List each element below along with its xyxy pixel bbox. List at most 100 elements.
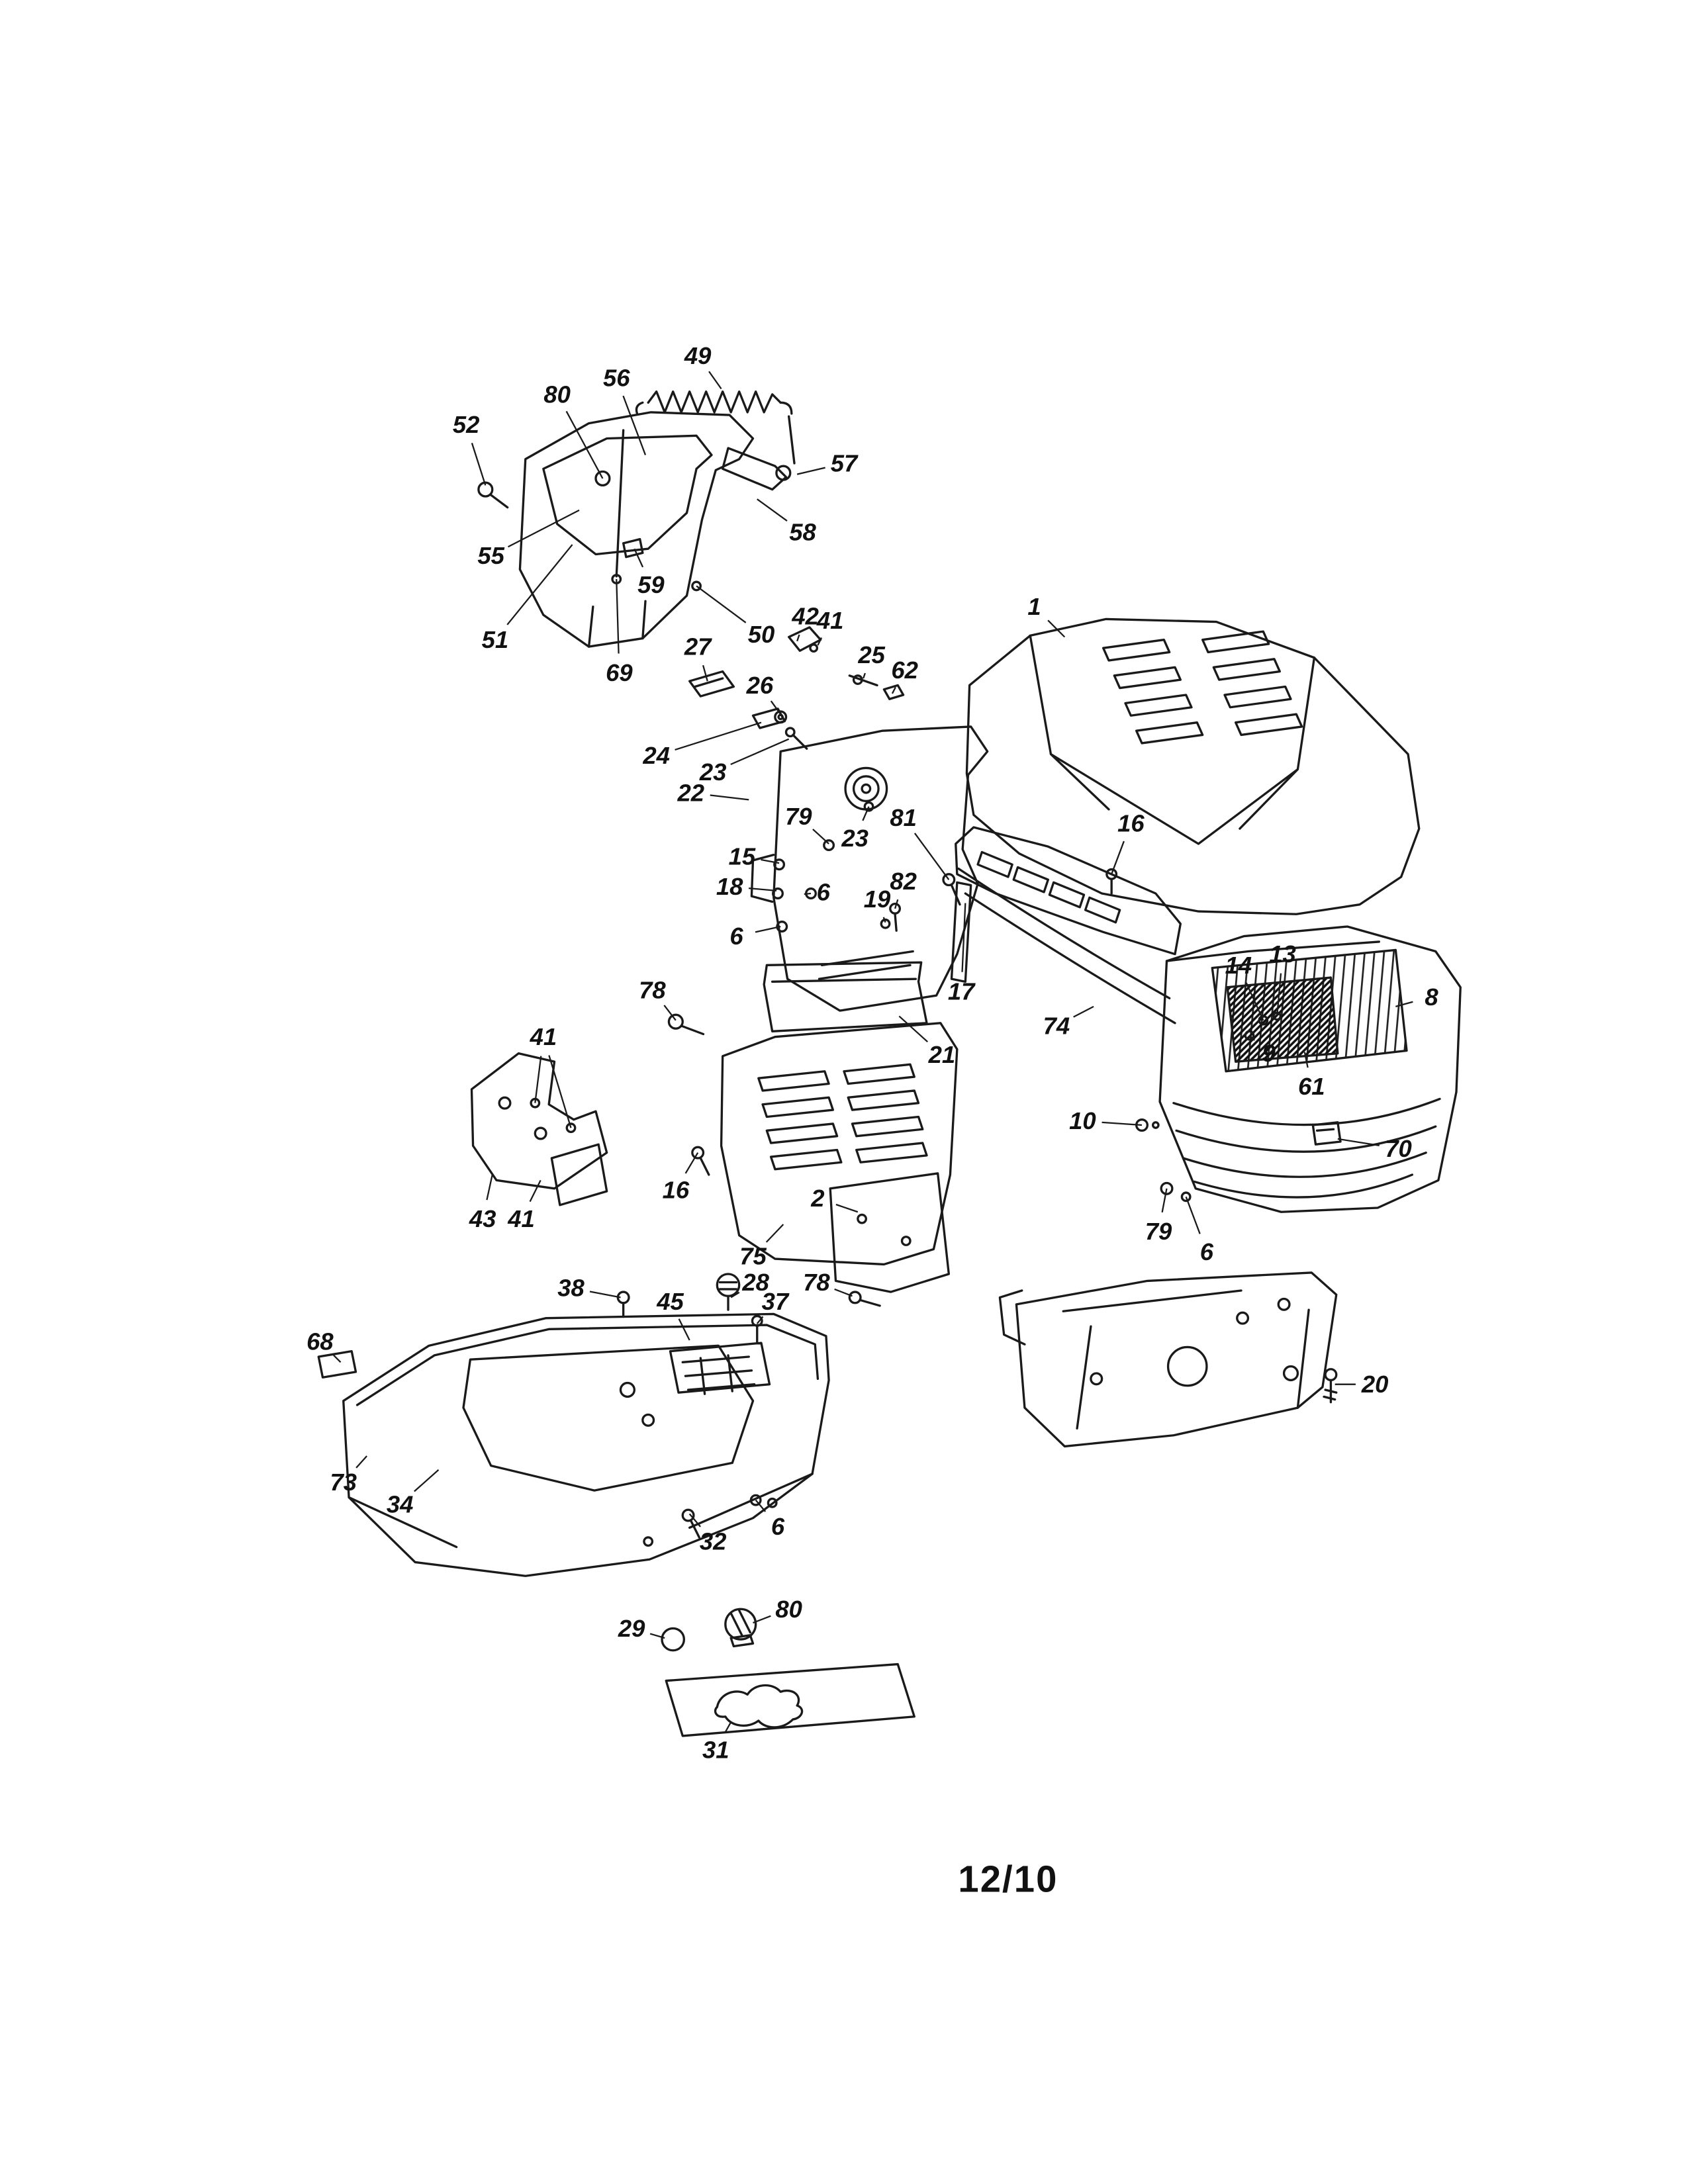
bolt — [1180, 1191, 1192, 1203]
cap — [724, 1608, 757, 1641]
part-callout-68: 68 — [306, 1328, 334, 1355]
part-callout-26: 26 — [746, 672, 774, 699]
bolt — [823, 839, 835, 852]
leader-line — [414, 1469, 440, 1492]
bolt — [477, 481, 494, 498]
side-louver — [1012, 866, 1050, 893]
bolt — [594, 470, 611, 487]
part-callout-28: 28 — [741, 1269, 769, 1296]
leader-line — [622, 395, 647, 455]
leader-line — [1303, 1052, 1309, 1068]
leader-line — [891, 686, 896, 694]
front-louver — [851, 1115, 924, 1138]
part-callout-6: 6 — [771, 1513, 785, 1540]
bolt — [775, 465, 792, 481]
leader-line — [835, 1203, 859, 1213]
leader-line — [710, 794, 749, 801]
part-callout-15: 15 — [729, 842, 756, 870]
lift-link — [722, 447, 788, 491]
bolt — [1277, 1297, 1291, 1311]
leader-line — [589, 1291, 621, 1298]
leader-line — [1395, 1001, 1413, 1007]
leader-line — [471, 443, 487, 486]
heat-shield — [763, 961, 928, 1033]
hood-louver — [1124, 694, 1193, 717]
part-callout-75: 75 — [739, 1242, 767, 1269]
part-callout-79: 79 — [1145, 1218, 1172, 1245]
part-callout-17: 17 — [948, 978, 976, 1005]
leader-line — [688, 1513, 701, 1527]
part-callout-58: 58 — [789, 519, 816, 546]
part-callout-19: 19 — [864, 886, 891, 913]
part-callout-73: 73 — [330, 1469, 357, 1496]
bolt — [643, 1536, 654, 1547]
leader-line — [804, 892, 812, 895]
part-callout-61: 61 — [1298, 1073, 1325, 1100]
leader-line — [755, 925, 781, 933]
spring — [647, 390, 782, 414]
washer — [774, 710, 788, 724]
leader-line — [675, 721, 762, 751]
shift-knob — [716, 1273, 741, 1297]
bracket-strip — [950, 881, 972, 983]
leader-line — [817, 637, 823, 646]
leader-line — [1337, 1138, 1380, 1146]
part-callout-55: 55 — [477, 542, 504, 569]
leader-line — [1102, 1121, 1143, 1126]
shift-pattern-plate — [669, 1342, 771, 1395]
pin — [784, 727, 796, 738]
front-louver — [769, 1148, 843, 1171]
part-callout-14: 14 — [1225, 952, 1252, 979]
leader-line — [796, 634, 800, 642]
part-callout-41: 41 — [507, 1205, 535, 1232]
lower-plate — [829, 1172, 951, 1293]
leader-line — [1111, 841, 1125, 875]
bolt — [565, 1122, 577, 1134]
part-callout-16: 16 — [1117, 809, 1145, 837]
leader-line — [696, 585, 747, 623]
front-louver — [765, 1122, 839, 1144]
leader-line — [898, 1015, 929, 1043]
leader-line — [548, 1055, 572, 1128]
part-callout-2: 2 — [810, 1185, 824, 1212]
leader-line — [616, 578, 620, 654]
bolt — [900, 1236, 912, 1246]
page-number: 12/10 — [958, 1858, 1058, 1899]
leader-line — [724, 1721, 732, 1733]
leader-line — [506, 544, 573, 625]
part-callout-52: 52 — [453, 411, 480, 438]
part-callout-45: 45 — [656, 1288, 684, 1315]
bolt — [1258, 1015, 1269, 1026]
front-panel — [667, 1013, 959, 1307]
clip-small — [882, 684, 905, 700]
part-callout-50: 50 — [748, 621, 775, 648]
leader-line — [755, 1499, 767, 1512]
bolt — [880, 918, 891, 929]
leader-line — [333, 1354, 342, 1363]
grille-dark-band — [1226, 976, 1339, 1063]
bolt — [681, 1508, 695, 1522]
part-callout-6: 6 — [1200, 1238, 1214, 1265]
ball — [661, 1627, 685, 1652]
part-callout-24: 24 — [642, 742, 670, 769]
plate — [622, 537, 644, 559]
front-louver — [847, 1089, 920, 1111]
part-callout-56: 56 — [603, 364, 630, 391]
part-callout-16: 16 — [663, 1176, 690, 1203]
part-callout-22: 22 — [677, 779, 704, 806]
bolt — [1324, 1368, 1338, 1382]
part-callout-78: 78 — [639, 976, 666, 1003]
box-bracket — [688, 670, 735, 698]
leader-line — [663, 1005, 677, 1021]
part-callout-41: 41 — [816, 607, 844, 634]
bolt — [773, 858, 786, 871]
part-callout-21: 21 — [928, 1041, 956, 1068]
leader-line — [649, 1633, 665, 1639]
leader-line — [534, 1056, 542, 1103]
leader-line — [961, 903, 966, 972]
front-louver — [761, 1096, 835, 1118]
leader-line — [708, 371, 722, 390]
leader-line — [770, 700, 782, 715]
